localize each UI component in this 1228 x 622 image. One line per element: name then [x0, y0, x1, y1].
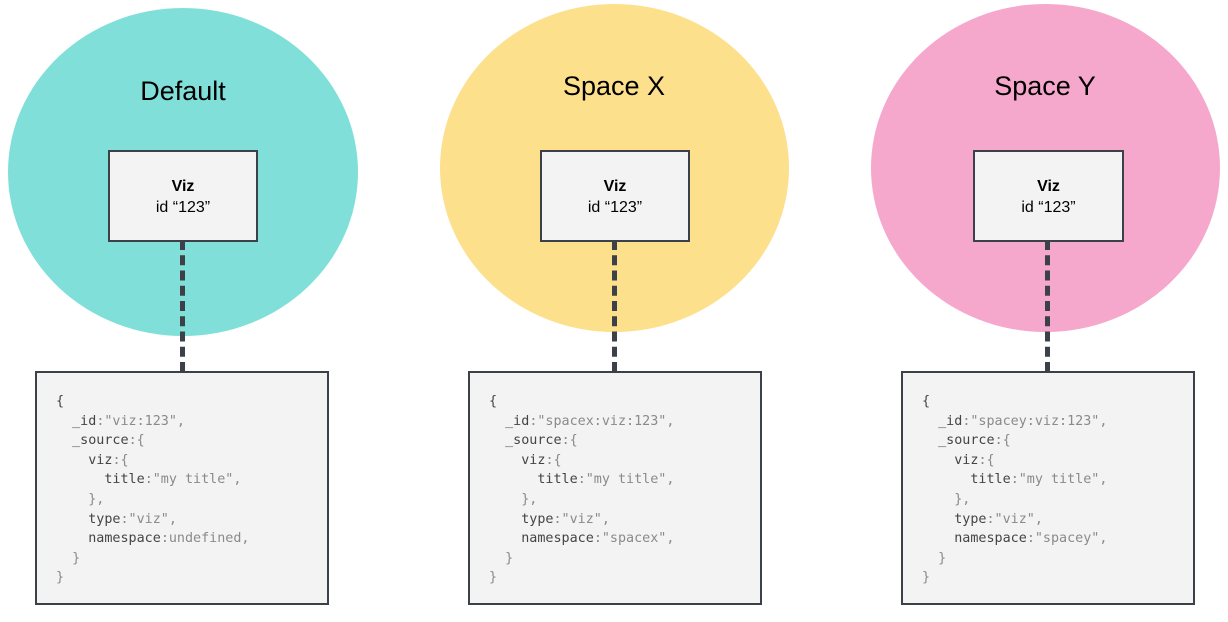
code-value: :"viz",	[120, 511, 177, 527]
connector-line-space-y	[1045, 240, 1050, 372]
code-key: {	[56, 394, 65, 409]
code-value: :undefined,	[160, 531, 250, 547]
viz-box-default: Viz id “123”	[108, 150, 258, 242]
code-line: viz:{	[56, 451, 327, 471]
code-value: :"my title",	[577, 472, 675, 488]
code-line: type:"viz",	[56, 510, 327, 530]
code-value: }	[56, 550, 81, 566]
code-value: },	[56, 491, 105, 507]
code-value: :"spacex",	[593, 531, 675, 547]
code-line: title:"my title",	[56, 470, 327, 490]
code-key: title	[922, 472, 1011, 488]
code-line: viz:{	[922, 451, 1193, 471]
code-value: :"my title",	[1010, 472, 1108, 488]
code-value: :"spacey:viz:123",	[962, 413, 1108, 429]
code-value: :"viz",	[986, 511, 1043, 527]
code-value: :"viz",	[553, 511, 610, 527]
code-value: }	[56, 570, 65, 586]
code-line: }	[922, 549, 1193, 569]
connector-line-space-x	[612, 240, 617, 372]
document-code-space-y: { _id:"spacey:viz:123", _source:{ viz:{ …	[901, 371, 1195, 605]
code-line: title:"my title",	[922, 470, 1193, 490]
document-code-space-x: { _id:"spacex:viz:123", _source:{ viz:{ …	[468, 371, 762, 605]
code-line: namespace:undefined,	[56, 529, 327, 549]
viz-box-space-y: Viz id “123”	[973, 150, 1124, 242]
code-key: _id	[922, 413, 963, 429]
code-key: title	[56, 472, 145, 488]
space-title-default: Default	[140, 76, 226, 106]
code-key: {	[489, 394, 498, 409]
code-value: },	[489, 491, 538, 507]
code-value: :{	[112, 452, 129, 468]
code-key: viz	[489, 452, 546, 468]
code-line: type:"viz",	[922, 510, 1193, 530]
code-value: },	[922, 491, 971, 507]
code-line: }	[56, 549, 327, 569]
viz-id: id “123”	[155, 199, 211, 216]
code-key: namespace	[489, 531, 594, 547]
code-value: :{	[128, 433, 145, 449]
code-line: namespace:"spacey",	[922, 529, 1193, 549]
connector-line-default	[180, 240, 185, 372]
code-line: },	[56, 490, 327, 510]
code-line: type:"viz",	[489, 510, 760, 530]
code-value: :{	[994, 433, 1011, 449]
code-line: }	[56, 568, 327, 588]
code-line: _source:{	[922, 431, 1193, 451]
code-value: :{	[561, 433, 578, 449]
code-value: :"my title",	[144, 472, 242, 488]
code-line: {	[56, 392, 327, 412]
code-line: _id:"spacex:viz:123",	[489, 412, 760, 432]
code-line: }	[489, 549, 760, 569]
code-key: _id	[56, 413, 97, 429]
viz-label: Viz	[1037, 178, 1060, 195]
code-key: type	[489, 511, 554, 527]
code-value: }	[922, 550, 947, 566]
code-key: {	[922, 394, 931, 409]
code-line: {	[922, 392, 1193, 412]
code-key: _source	[922, 433, 995, 449]
code-line: },	[489, 490, 760, 510]
code-line: title:"my title",	[489, 470, 760, 490]
code-line: _source:{	[489, 431, 760, 451]
code-key: namespace	[56, 531, 161, 547]
viz-id: id “123”	[587, 199, 643, 216]
code-line: {	[489, 392, 760, 412]
code-key: namespace	[922, 531, 1027, 547]
code-value: }	[489, 570, 498, 586]
code-line: }	[922, 568, 1193, 588]
code-value: :"spacex:viz:123",	[529, 413, 675, 429]
viz-label: Viz	[171, 178, 195, 195]
code-line: _source:{	[56, 431, 327, 451]
code-value: :{	[978, 452, 995, 468]
space-title-space-y: Space Y	[994, 71, 1096, 101]
code-value: :"spacey",	[1026, 531, 1108, 547]
code-key: title	[489, 472, 578, 488]
code-value: :{	[545, 452, 562, 468]
code-value: :"viz:123",	[96, 413, 185, 429]
code-key: viz	[56, 452, 113, 468]
code-line: namespace:"spacex",	[489, 529, 760, 549]
code-key: _id	[489, 413, 530, 429]
code-line: viz:{	[489, 451, 760, 471]
code-key: type	[56, 511, 121, 527]
code-line: _id:"viz:123",	[56, 412, 327, 432]
code-key: viz	[922, 452, 979, 468]
code-key: _source	[489, 433, 562, 449]
code-value: }	[489, 550, 514, 566]
code-key: type	[922, 511, 987, 527]
code-key: _source	[56, 433, 129, 449]
document-code-default: { _id:"viz:123", _source:{ viz:{ title:"…	[35, 371, 329, 605]
code-line: },	[922, 490, 1193, 510]
viz-box-space-x: Viz id “123”	[540, 150, 690, 242]
code-line: _id:"spacey:viz:123",	[922, 412, 1193, 432]
viz-label: Viz	[603, 178, 627, 195]
space-title-space-x: Space X	[562, 71, 666, 101]
code-value: }	[922, 570, 931, 586]
code-line: }	[489, 568, 760, 588]
viz-id: id “123”	[1021, 199, 1076, 216]
